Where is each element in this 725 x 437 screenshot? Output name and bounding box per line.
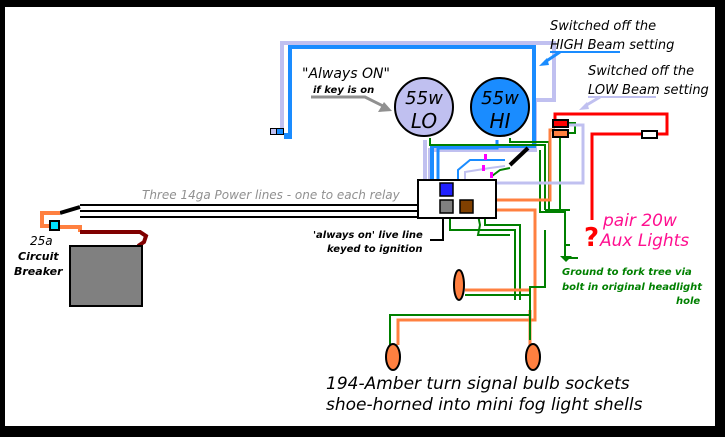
power-lines-label: Three 14ga Power lines - one to each rel… <box>142 188 401 202</box>
battery-lead <box>80 230 149 248</box>
aux-label-line2: Aux Lights <box>599 231 689 251</box>
lamp-jumper-green <box>491 167 511 177</box>
low-beam-lamp <box>394 77 454 137</box>
ground-note-line1: Ground to fork tree via <box>562 267 692 278</box>
low-beam-arrow-head <box>579 102 589 110</box>
high-beam-note-emph: HIGH Beam <box>550 38 625 53</box>
breaker-label-1: Circuit <box>18 250 59 263</box>
high-beam-note-rest: setting <box>625 38 674 53</box>
power-lines <box>80 204 420 218</box>
turn-signal-bulb-top <box>453 269 465 301</box>
high-beam-lamp <box>470 77 530 137</box>
low-beam-note-rest: setting <box>660 83 709 98</box>
aux-relay-red <box>552 119 569 128</box>
inline-fuse <box>641 130 658 139</box>
always-on-arrow <box>311 95 386 109</box>
breaker-label-2: Breaker <box>14 265 63 278</box>
ground-arrow-icon <box>560 256 572 262</box>
battery <box>69 245 143 307</box>
magenta-connector <box>484 154 487 160</box>
low-beam-note-line1: Switched off the <box>588 64 694 79</box>
high-lamp-watts: 55w <box>481 88 519 109</box>
always-on-arrow-head <box>378 102 392 112</box>
turn-signal-bulb-right <box>525 343 541 371</box>
breaker-lead-orange <box>40 211 60 228</box>
relay-box <box>417 179 497 219</box>
low-beam-note-emph: LOW Beam <box>588 83 660 98</box>
aux-relay-orange <box>552 129 569 138</box>
lamp-jumper-lavender <box>464 165 506 183</box>
switch-lead <box>508 146 530 167</box>
relay-turn-signal <box>459 199 474 214</box>
aux-light-wire-2 <box>590 132 642 220</box>
circuit-breaker <box>49 220 60 231</box>
always-on-live-line <box>430 218 444 241</box>
ground-note-line3: hole <box>676 296 700 307</box>
aux-label-line1: pair 20w <box>602 211 677 231</box>
high-lamp-label: HI <box>490 109 511 133</box>
relay-high-beam <box>439 182 454 197</box>
magenta-connector <box>482 165 485 171</box>
ground-note-line2: bolt in original headlight <box>562 282 703 293</box>
always-on-subtitle: if key is on <box>313 85 374 96</box>
switch-hi-contact <box>277 129 283 134</box>
magenta-connector <box>490 172 493 178</box>
always-on-title: "Always ON" <box>302 66 390 82</box>
switch-lo-contact <box>271 129 276 134</box>
turn-signal-ground-wires <box>389 230 546 345</box>
high-beam-note-line2: HIGH Beam setting <box>550 38 674 53</box>
high-beam-arrow-head <box>539 58 549 66</box>
breaker-lead-orange-2 <box>58 225 82 232</box>
breaker-rating: 25a <box>30 234 53 248</box>
high-beam-wire-loop <box>284 45 536 192</box>
low-lamp-label: LO <box>411 109 437 133</box>
relay-low-beam <box>439 199 454 214</box>
low-beam-note-line2: LOW Beam setting <box>588 83 709 98</box>
live-line-label-1: 'always on' live line <box>313 230 423 241</box>
sockets-caption-line1: 194-Amber turn signal bulb sockets <box>326 374 630 394</box>
turn-signal-bulb-left <box>385 343 401 371</box>
breaker-lead-black <box>59 205 81 215</box>
low-lamp-watts: 55w <box>405 88 443 109</box>
sockets-caption-line2: shoe-horned into mini fog light shells <box>326 395 643 415</box>
aux-question-mark: ? <box>584 223 599 253</box>
high-beam-note-line1: Switched off the <box>550 19 656 34</box>
live-line-label-2: keyed to ignition <box>327 244 422 255</box>
